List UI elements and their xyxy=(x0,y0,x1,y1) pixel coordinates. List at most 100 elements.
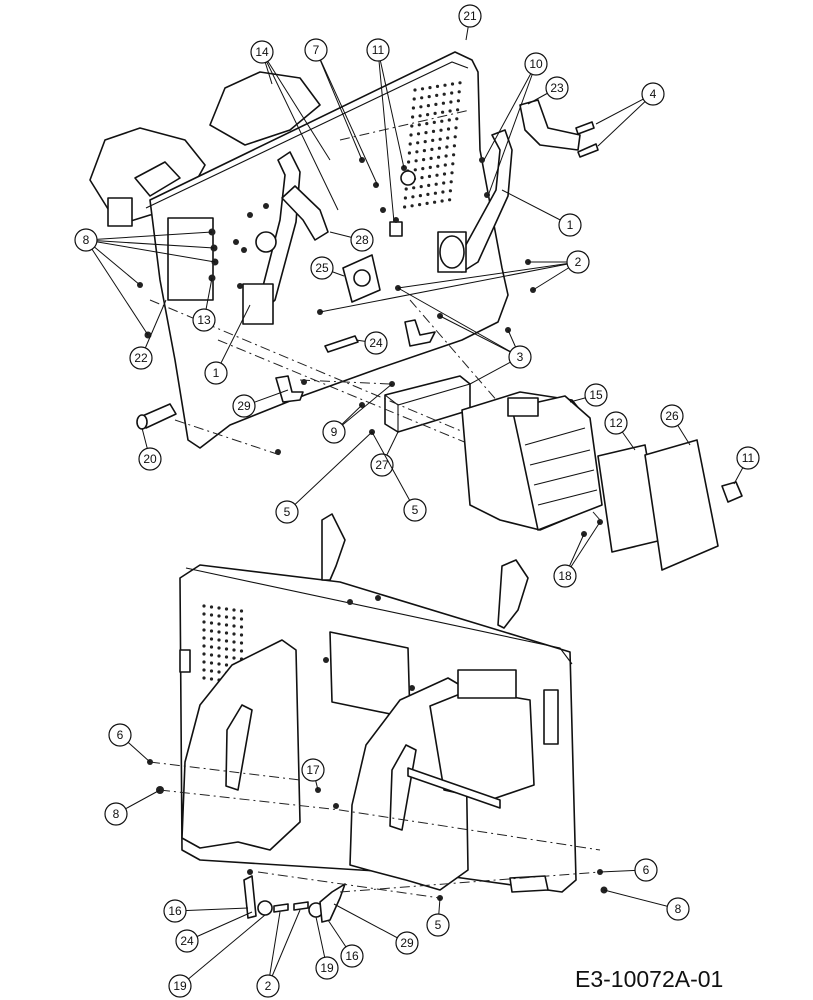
perforation-hole xyxy=(437,155,441,159)
perforation-hole xyxy=(411,106,415,110)
callout-circle xyxy=(736,446,760,470)
perforation-hole xyxy=(239,625,244,629)
perforation-hole xyxy=(447,118,451,122)
perforation-hole xyxy=(442,172,447,176)
callout-circle xyxy=(364,331,388,355)
perforation-hole xyxy=(427,183,431,187)
perforation-hole xyxy=(425,122,429,126)
perforation-hole xyxy=(443,83,447,87)
perforation-hole xyxy=(209,661,214,665)
perforation-hole xyxy=(427,174,432,178)
callout-circle xyxy=(604,411,628,435)
callout-leader xyxy=(261,51,339,211)
callout-circle xyxy=(304,38,328,62)
callout-leader xyxy=(267,911,281,987)
callout-leader xyxy=(487,63,537,197)
callout-circle xyxy=(256,974,280,998)
pin-2-right xyxy=(293,901,309,911)
callout-leader xyxy=(501,189,571,226)
callout-label: 16 xyxy=(168,904,182,918)
rod-24 xyxy=(324,335,359,353)
perforation-hole xyxy=(407,160,411,164)
callout-label: 2 xyxy=(265,979,272,993)
callout-label: 5 xyxy=(435,918,442,932)
perforation-hole xyxy=(239,633,244,637)
center-rear-bracket xyxy=(209,71,321,146)
callout-label: 24 xyxy=(369,336,383,350)
callout-label: 8 xyxy=(83,233,90,247)
perforation-hole xyxy=(418,203,422,207)
callout-circle xyxy=(108,723,132,747)
perforation-hole xyxy=(429,156,433,160)
callout-label: 28 xyxy=(355,233,369,247)
callout-leader xyxy=(371,431,416,511)
callout-leader xyxy=(483,63,537,161)
perforation-hole xyxy=(404,187,408,191)
callout-label: 23 xyxy=(550,81,564,95)
perforation-hole xyxy=(202,676,206,680)
perforation-hole xyxy=(448,198,452,202)
callout-label: 2 xyxy=(575,255,582,269)
perforation-hole xyxy=(438,137,442,141)
perforation-hole xyxy=(431,129,436,133)
perforation-hole xyxy=(409,133,413,137)
perforation-hole xyxy=(217,614,221,618)
callout-circle xyxy=(74,228,98,252)
callout-leader xyxy=(377,49,405,169)
perforation-hole xyxy=(458,81,462,85)
perforation-hole xyxy=(448,189,452,193)
center-plate-bore xyxy=(353,269,371,287)
perforation-hole xyxy=(436,164,440,168)
perforation-hole xyxy=(413,88,417,92)
perforation-hole xyxy=(413,168,417,172)
perforation-hole xyxy=(209,653,214,657)
perforation-hole xyxy=(407,151,411,155)
perforation-hole xyxy=(420,176,424,180)
callout-label: 14 xyxy=(255,45,269,59)
perforation-hole xyxy=(452,144,456,148)
lower-right-lever xyxy=(497,559,529,629)
perforation-hole xyxy=(209,621,214,625)
nut-11-lower xyxy=(721,481,743,503)
perforation-hole xyxy=(224,615,229,619)
perforation-hole xyxy=(435,84,440,88)
perforation-hole xyxy=(424,131,428,135)
perforation-hole xyxy=(433,191,437,195)
callout-circle xyxy=(660,404,684,428)
callout-circle xyxy=(104,802,128,826)
callout-label: 4 xyxy=(650,87,657,101)
callout-leader xyxy=(186,911,253,942)
perforation-hole xyxy=(209,677,214,681)
bracket-24 xyxy=(404,319,436,347)
perforation-hole xyxy=(423,140,427,144)
callout-leader xyxy=(319,261,579,313)
callout-circle xyxy=(426,913,450,937)
callout-circle xyxy=(310,256,334,280)
perforation-hole xyxy=(239,617,244,621)
drawing-number: E3-10072A-01 xyxy=(575,966,724,992)
perforation-hole xyxy=(217,662,221,666)
perforation-hole xyxy=(411,115,415,119)
perforation-hole xyxy=(443,163,447,167)
callout-leader xyxy=(597,93,654,147)
right-lever-boss xyxy=(439,235,465,269)
pivot-bracket xyxy=(281,185,329,241)
perforation-hole xyxy=(217,630,221,634)
perforation-hole xyxy=(419,185,423,189)
callout-circle xyxy=(232,394,256,418)
callout-label: 5 xyxy=(412,503,419,517)
perforation-hole xyxy=(442,181,446,185)
callout-leader xyxy=(267,909,301,987)
callout-leader xyxy=(603,889,679,910)
callout-label: 6 xyxy=(117,728,124,742)
perforation-hole xyxy=(451,162,455,166)
grommet xyxy=(255,231,277,253)
perforation-hole xyxy=(452,153,456,157)
perforation-hole xyxy=(456,108,460,112)
callout-label: 1 xyxy=(567,218,574,232)
callout-leader xyxy=(397,287,521,358)
callout-circle xyxy=(340,944,364,968)
cover-26 xyxy=(644,439,719,571)
battery-terminal xyxy=(507,397,539,417)
